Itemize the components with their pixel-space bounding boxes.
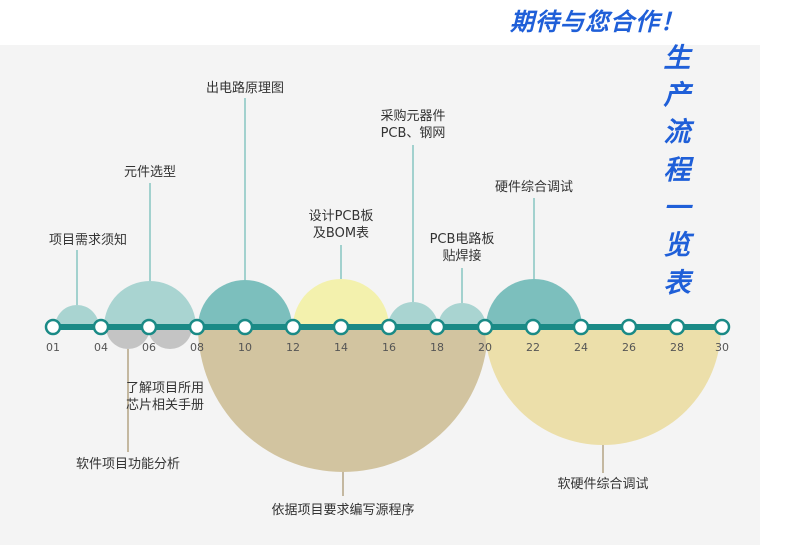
- label-swhw-debug: 软硬件综合调试: [557, 477, 649, 492]
- tick-label: 30: [715, 341, 729, 354]
- label-requirements: 项目需求须知: [48, 233, 127, 248]
- timeline-node: [236, 318, 254, 336]
- label-purchase-line1: 采购元器件: [380, 109, 446, 124]
- label-hw-debug: 硬件综合调试: [494, 180, 573, 195]
- arc-chip-manual-1: [106, 327, 150, 349]
- vertical-title-char: 生: [663, 43, 691, 74]
- label-soldering-line2: 贴焊接: [442, 249, 482, 264]
- timeline-node: [284, 318, 302, 336]
- tick-label: 04: [94, 341, 108, 354]
- tick-label: 01: [46, 341, 60, 354]
- arc-requirements: [55, 305, 99, 327]
- label-chip-manual-line2: 芯片相关手册: [126, 398, 205, 413]
- label-chip-manual-line1: 了解项目所用: [126, 381, 205, 396]
- label-purchase: 采购元器件 PCB、钢网: [358, 108, 468, 142]
- tick-label: 20: [478, 341, 492, 354]
- label-pcb-design: 设计PCB板 及BOM表: [291, 208, 391, 242]
- label-sw-func-analysis: 软件项目功能分析: [75, 457, 180, 472]
- timeline-node: [140, 318, 158, 336]
- label-purchase-line2: PCB、钢网: [380, 126, 446, 141]
- timeline-node: [572, 318, 590, 336]
- tick-label: 28: [670, 341, 684, 354]
- timeline-node: [188, 318, 206, 336]
- tick-label: 16: [382, 341, 396, 354]
- label-soldering: PCB电路板 贴焊接: [412, 231, 512, 265]
- timeline-node: [524, 318, 542, 336]
- timeline-node: [713, 318, 731, 336]
- timeline-node: [620, 318, 638, 336]
- tick-label: 26: [622, 341, 636, 354]
- tick-label: 14: [334, 341, 348, 354]
- timeline-node: [668, 318, 686, 336]
- tick-label: 08: [190, 341, 204, 354]
- tick-label: 18: [430, 341, 444, 354]
- arc-chip-manual-2: [148, 327, 192, 349]
- timeline-node: [44, 318, 62, 336]
- tick-label: 12: [286, 341, 300, 354]
- tick-label: 06: [142, 341, 156, 354]
- arc-soldering: [438, 303, 486, 327]
- timeline-node: [380, 318, 398, 336]
- tick-label: 10: [238, 341, 252, 354]
- vertical-title-char: 程: [663, 155, 691, 186]
- arc-schematic: [198, 280, 292, 327]
- vertical-title-char: 表: [663, 268, 691, 299]
- arc-purchase: [388, 302, 438, 327]
- label-component-select: 元件选型: [123, 165, 176, 180]
- timeline-node: [332, 318, 350, 336]
- label-schematic: 出电路原理图: [205, 81, 284, 96]
- timeline-node: [476, 318, 494, 336]
- arc-pcb-design: [293, 279, 389, 327]
- headline-text: 期待与您合作！: [510, 7, 685, 36]
- arc-component-select: [104, 281, 196, 327]
- arc-swhw-debug: [485, 327, 721, 445]
- label-soldering-line1: PCB电路板: [429, 232, 495, 247]
- vertical-title-char: 览: [663, 230, 691, 261]
- arc-hw-debug: [486, 279, 582, 327]
- tick-label: 22: [526, 341, 540, 354]
- timeline-node: [428, 318, 446, 336]
- label-source-code: 依据项目要求编写源程序: [271, 503, 415, 518]
- vertical-title-char: 产: [663, 80, 691, 111]
- arc-source-code: [198, 327, 488, 472]
- tick-label: 24: [574, 341, 588, 354]
- label-pcb-design-line2: 及BOM表: [312, 226, 370, 241]
- vertical-title-char: 一: [663, 193, 691, 224]
- vertical-title-char: 流: [663, 117, 691, 148]
- label-chip-manual: 了解项目所用 芯片相关手册: [126, 380, 226, 414]
- timeline-node: [92, 318, 110, 336]
- label-pcb-design-line1: 设计PCB板: [308, 209, 374, 224]
